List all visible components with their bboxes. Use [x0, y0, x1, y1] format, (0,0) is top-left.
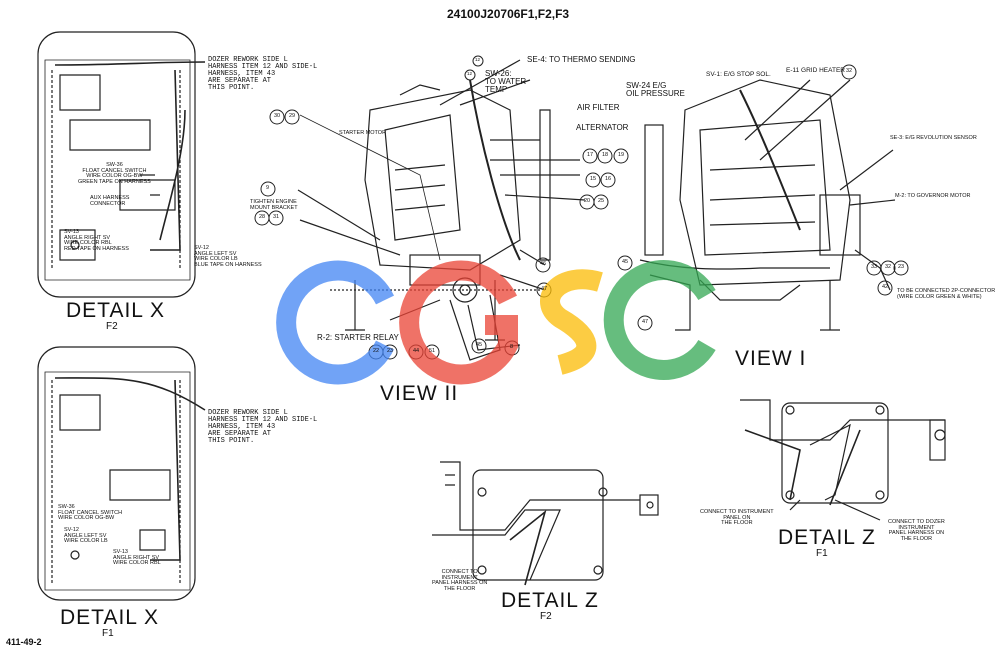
detail-x-f1-sw36: SW-36 FLOAT CANCEL SWITCH WIRE COLOR OG-… — [58, 504, 123, 521]
callout-23: 23 — [387, 348, 394, 354]
callout-28: 28 — [259, 214, 266, 220]
callout-47b: 47 — [642, 319, 649, 325]
detail-z-f1-note1: CONNECT TO INSTRUMENT PANEL ON THE FLOOR — [700, 509, 774, 526]
detail-z-f2-drawing — [432, 461, 659, 586]
callout-42: 42 — [882, 284, 889, 290]
view-ii-relay-label: R-2: STARTER RELAY — [317, 333, 399, 342]
watermark-letter-c1 — [276, 260, 395, 385]
view-ii-se4-label: SE-4: TO THERMO SENDING — [527, 55, 636, 64]
view-i-connect-label: TO BE CONNECTED 2P-CONNECTOR (WIRE COLOR… — [897, 288, 996, 300]
detail-z-f2-title: DETAIL Z — [501, 589, 599, 612]
view-ii-starter-label: STARTER MOTOR — [339, 130, 387, 136]
detail-x-f1-frame — [37, 346, 196, 601]
callout-33: 33 — [871, 264, 878, 270]
view-ii-alternator-label: ALTERNATOR — [576, 123, 629, 132]
view-i-sw24-label: SW-24 E/G OIL PRESSURE — [626, 81, 685, 98]
detail-z-f2-sub: F2 — [540, 611, 552, 622]
view-i-engine — [639, 79, 896, 331]
detail-x-f2-aux: AUX HARNESS CONNECTOR — [90, 195, 130, 207]
callout-16: 16 — [605, 176, 612, 182]
drawing-code: 411-49-2 — [6, 637, 42, 647]
callout-25: 25 — [598, 198, 605, 204]
callout-31: 31 — [273, 214, 280, 220]
detail-x-f1-sv13: SV-13 ANGLE RIGHT SV WIRE COLOR RBL — [113, 549, 161, 566]
view-i-se3-label: SE-3: E/G REVOLUTION SENSOR — [890, 135, 977, 141]
detail-x-f1-note: DOZER REWORK SIDE L HARNESS ITEM 12 AND … — [208, 409, 318, 445]
callout-9: 9 — [266, 185, 270, 191]
callout-19: 19 — [618, 152, 625, 158]
detail-x-f1-title: DETAIL X — [60, 606, 160, 629]
callout-20: 20 — [584, 198, 591, 204]
view-i-e11-label: E-11 GRID HEATER — [786, 67, 845, 74]
view-i-m2-label: M-2: TO GOVERNOR MOTOR — [895, 193, 971, 199]
callout-45: 45 — [476, 342, 483, 348]
watermark-letter-c2 — [603, 260, 716, 380]
detail-z-f1-sub: F1 — [816, 548, 828, 559]
detail-z-f1-note2: CONNECT TO DOZER INSTRUMENT PANEL HARNES… — [888, 519, 945, 542]
watermark-letter-s — [540, 269, 603, 375]
callout-12b: 12 — [467, 71, 473, 76]
detail-z-f1-drawing — [740, 399, 946, 521]
view-ii-tighten-label: TIGHTEN ENGINE MOUNT BRACKET — [250, 199, 298, 211]
callout-32: 32 — [846, 68, 853, 74]
callout-17: 17 — [587, 152, 594, 158]
detail-z-f2-note: CONNECT TO INSTRUMENT PANEL HARNESS ON T… — [432, 569, 488, 592]
callout-29: 29 — [289, 113, 296, 119]
detail-x-f2-sv13: SV-13 ANGLE RIGHT SV WIRE COLOR RBL RED … — [64, 229, 129, 252]
callout-12a: 12 — [475, 57, 481, 62]
detail-z-f1-title: DETAIL Z — [778, 526, 876, 549]
detail-x-f2-sv12: SV-12 ANGLE LEFT SV WIRE COLOR LB BLUE T… — [194, 245, 262, 268]
view-ii-sw26-label: SW-26: TO WATER TEMP — [485, 69, 527, 94]
view-ii-title: VIEW II — [380, 382, 459, 405]
callout-32b: 32 — [885, 264, 892, 270]
watermark-letter-g — [399, 260, 518, 385]
drawing-title: 24100J20706F1,F2,F3 — [447, 7, 570, 21]
callout-8: 8 — [510, 344, 514, 350]
callout-23b: 23 — [898, 264, 905, 270]
callout-47: 47 — [541, 286, 548, 292]
view-i-title: VIEW I — [735, 347, 807, 370]
callout-45b: 45 — [622, 259, 629, 265]
callout-15: 15 — [590, 176, 597, 182]
callout-51: 51 — [429, 348, 436, 354]
callout-22: 22 — [373, 348, 380, 354]
detail-x-f1-sub: F1 — [102, 628, 114, 639]
detail-x-f2-frame — [37, 31, 196, 298]
callout-18: 18 — [602, 152, 609, 158]
detail-x-f2-note: DOZER REWORK SIDE L HARNESS ITEM 12 AND … — [208, 56, 318, 92]
detail-x-f1-sv12: SV-12 ANGLE LEFT SV WIRE COLOR LB — [64, 527, 108, 544]
view-ii-air-filter-label: AIR FILTER — [577, 103, 620, 112]
view-i-sv1-label: SV-1: E/G STOP SOL. — [706, 71, 771, 78]
detail-x-f2-title: DETAIL X — [66, 299, 166, 322]
detail-x-f2-sw36: SW-36 FLOAT CANCEL SWITCH WIRE COLOR OG-… — [78, 162, 151, 185]
callout-46: 46 — [540, 261, 547, 267]
detail-x-f2-sub: F2 — [106, 321, 118, 332]
callout-30: 30 — [274, 113, 281, 119]
callout-44: 44 — [413, 348, 420, 354]
